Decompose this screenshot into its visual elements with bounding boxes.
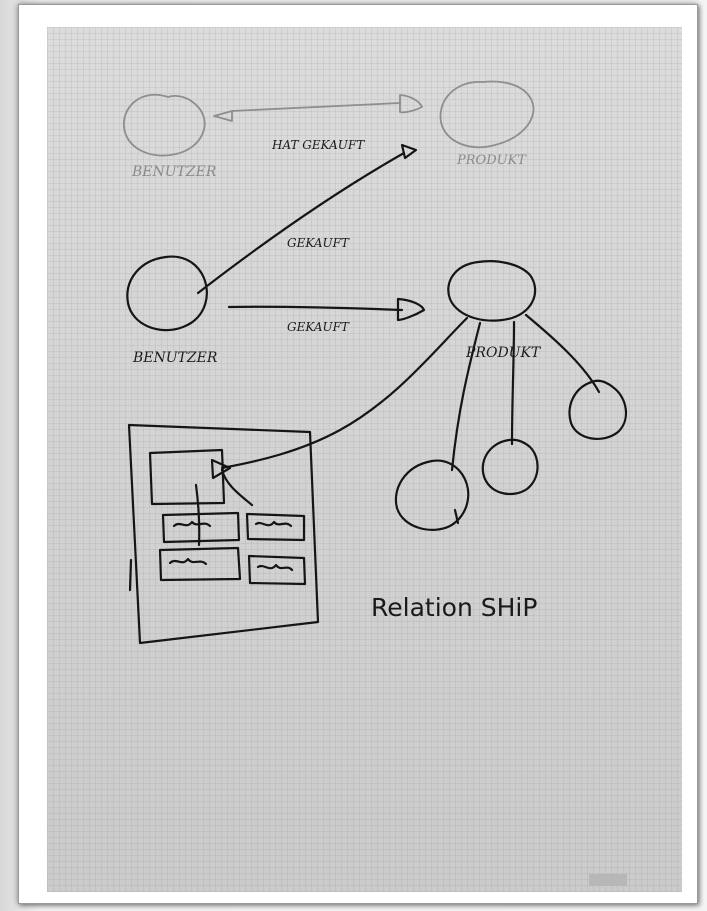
arrow-to-wireframe	[220, 316, 469, 470]
paper-tag	[589, 874, 627, 886]
branch-to-child-middle	[510, 320, 516, 446]
wireframe-box-2	[245, 512, 306, 542]
node-middle-right	[447, 260, 537, 322]
node-top-left	[123, 94, 206, 157]
child-node-left-tick	[453, 508, 460, 525]
child-node-left	[394, 459, 470, 531]
wireframe-box-1	[161, 511, 241, 544]
arrowhead-horizontal	[396, 297, 426, 322]
arrowhead-diagonal	[400, 143, 418, 160]
branch-to-child-left	[450, 321, 482, 472]
wireframe-box-4	[247, 554, 307, 586]
edge-label-diagonal: GEKAUFT	[287, 236, 350, 250]
wireframe-scribbles	[168, 520, 294, 572]
child-node-middle	[481, 438, 539, 496]
arrow-top-bidirectional	[231, 102, 401, 112]
arrowhead-top-right	[399, 94, 423, 114]
node-label-top-left: BENUTZER	[131, 164, 217, 180]
paper-sheet	[47, 27, 682, 892]
node-label-middle-right: PRODUKT	[465, 345, 542, 361]
node-middle-left	[126, 255, 208, 332]
branch-to-child-right	[524, 313, 601, 394]
edge-label-top: HAT GEKAUFT	[271, 138, 365, 152]
node-label-top-right: PRODUKT	[456, 153, 527, 168]
caption-relationship: Relation SHiP	[371, 593, 537, 622]
wireframe-edge-mark	[128, 558, 133, 592]
wireframe-header-box	[148, 448, 226, 506]
wireframe-outline	[127, 423, 320, 645]
wireframe-box-3	[158, 546, 242, 582]
wireframe-connector-lines	[194, 468, 254, 547]
arrow-horizontal	[227, 305, 404, 312]
arrow-diagonal	[196, 151, 406, 295]
node-label-middle-left: BENUTZER	[132, 350, 218, 366]
arrowhead-wireframe	[210, 458, 232, 480]
node-top-right	[439, 80, 535, 149]
child-node-right	[568, 379, 627, 441]
edge-label-horizontal: GEKAUFT	[287, 320, 350, 334]
arrowhead-top-left	[213, 110, 233, 122]
